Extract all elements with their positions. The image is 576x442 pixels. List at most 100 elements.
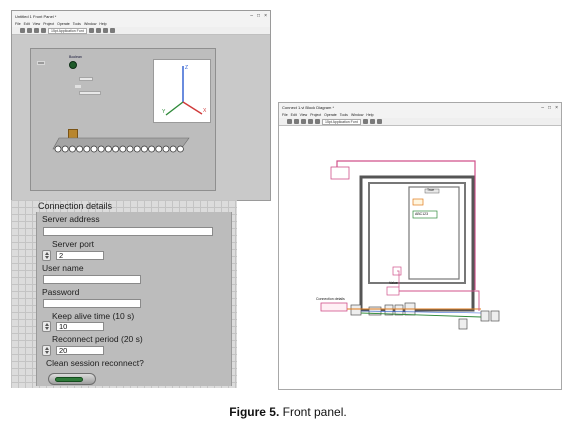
- conveyor-roller: [83, 145, 91, 153]
- x-axis-label: X: [203, 108, 207, 114]
- menu-file[interactable]: File: [282, 113, 288, 117]
- 3d-axes-display: Z Y X: [153, 59, 211, 123]
- menu-view[interactable]: View: [299, 113, 308, 117]
- menu-tools[interactable]: Tools: [339, 113, 348, 117]
- reconnect-field[interactable]: 20: [56, 346, 104, 355]
- top-left-node: [330, 166, 350, 180]
- maximize-icon[interactable]: □: [257, 13, 261, 19]
- menu-edit[interactable]: Edit: [23, 22, 30, 26]
- run-continuous-icon[interactable]: [27, 28, 32, 33]
- menu-window[interactable]: Window: [350, 113, 364, 117]
- pause-icon[interactable]: [41, 28, 46, 33]
- server-address-field[interactable]: [43, 227, 213, 236]
- highlight-execution-icon[interactable]: [315, 119, 320, 124]
- subvi-4: [394, 304, 404, 316]
- front-panel-title: Untitled 1 Front Panel *: [15, 13, 57, 19]
- conveyor-roller: [105, 145, 112, 153]
- boolean-led[interactable]: [69, 61, 77, 69]
- keep-alive-field[interactable]: 10: [56, 322, 104, 331]
- bool-node: [412, 198, 424, 206]
- figure-caption: Figure 5. Front panel.: [0, 405, 576, 419]
- menu-file[interactable]: File: [15, 22, 21, 26]
- menu-project[interactable]: Project: [43, 22, 55, 26]
- server-port-field[interactable]: 2: [56, 251, 104, 260]
- distribute-icon[interactable]: [95, 28, 101, 33]
- user-name-field[interactable]: [43, 275, 141, 284]
- run-arrow-icon[interactable]: [20, 28, 25, 33]
- z-axis-label: Z: [185, 65, 188, 71]
- figure-number: Figure 5.: [229, 405, 280, 419]
- front-panel-window: Untitled 1 Front Panel * – □ × File Edit…: [11, 10, 271, 201]
- menu-window[interactable]: Window: [83, 22, 97, 26]
- green-wire: [360, 312, 482, 318]
- indicator-label: [75, 85, 81, 88]
- reconnect-spinner[interactable]: [42, 345, 51, 356]
- reorder-icon[interactable]: [109, 28, 115, 33]
- user-name-label: User name: [42, 263, 84, 273]
- conveyor-roller: [61, 145, 69, 153]
- front-panel-canvas: Boolean Z Y X: [30, 48, 216, 191]
- stop-button[interactable]: [37, 61, 45, 65]
- menu-project[interactable]: Project: [310, 113, 322, 117]
- conveyor-roller: [148, 145, 155, 153]
- maximize-icon[interactable]: □: [548, 104, 552, 111]
- string-const-node: [412, 210, 438, 219]
- block-diagram-menubar: File Edit View Project Operate Tools Win…: [279, 112, 561, 118]
- block-diagram-canvas: Connection details True ABC123 Value: [279, 127, 561, 389]
- menu-help[interactable]: Help: [366, 113, 374, 117]
- conveyor-roller: [133, 145, 141, 153]
- conveyor-roller: [54, 145, 62, 153]
- server-port-spinner[interactable]: [42, 250, 51, 261]
- keep-alive-spinner[interactable]: [42, 321, 51, 332]
- password-label: Password: [42, 287, 80, 297]
- conveyor-roller: [90, 145, 98, 153]
- abort-icon[interactable]: [301, 119, 306, 124]
- pause-icon[interactable]: [308, 119, 313, 124]
- connection-details-node-label: Connection details: [316, 297, 345, 301]
- pink-wire-loop: [397, 270, 400, 287]
- subvi-3: [384, 304, 394, 316]
- led-label: Boolean: [69, 55, 82, 59]
- menu-edit[interactable]: Edit: [290, 113, 297, 117]
- front-panel-menubar: File Edit View Project Operate Tools Win…: [12, 21, 270, 27]
- align-icon[interactable]: [362, 119, 368, 124]
- right-node: [458, 318, 468, 330]
- connection-details-title: Connection details: [38, 201, 113, 211]
- close-icon[interactable]: ×: [555, 104, 558, 111]
- run-arrow-icon[interactable]: [287, 119, 292, 124]
- subvi-1: [350, 304, 362, 316]
- minimize-icon[interactable]: –: [541, 104, 545, 111]
- align-icon[interactable]: [88, 28, 94, 33]
- conveyor-roller: [119, 145, 127, 153]
- clean-session-label: Clean session reconnect?: [46, 358, 144, 368]
- font-selector[interactable]: 15pt Application Font: [48, 27, 87, 34]
- case-structure: [368, 182, 466, 284]
- minimize-icon[interactable]: –: [250, 13, 254, 19]
- conveyor-roller: [112, 145, 119, 153]
- font-selector[interactable]: 15pt Application Font: [322, 118, 361, 125]
- end-node-1: [480, 310, 490, 322]
- password-field[interactable]: [43, 299, 141, 308]
- server-address-label: Server address: [42, 214, 100, 224]
- resize-icon[interactable]: [102, 28, 108, 33]
- reconnect-label: Reconnect period (20 s): [52, 334, 143, 344]
- conveyor-roller: [69, 145, 76, 153]
- conveyor-roller: [155, 145, 163, 153]
- conveyor-belt: [49, 135, 195, 153]
- menu-view[interactable]: View: [32, 22, 41, 26]
- menu-operate[interactable]: Operate: [57, 22, 70, 26]
- clean-session-toggle[interactable]: [48, 373, 96, 385]
- front-panel-titlebar: Untitled 1 Front Panel * – □ ×: [12, 11, 270, 21]
- distribute-icon[interactable]: [369, 119, 375, 124]
- block-diagram-window: Connect 1.vi Block Diagram * – □ × File …: [278, 102, 562, 390]
- abort-icon[interactable]: [34, 28, 39, 33]
- run-continuous-icon[interactable]: [294, 119, 299, 124]
- close-icon[interactable]: ×: [264, 13, 267, 19]
- connection-cluster-node: [320, 302, 348, 312]
- blue-wire: [360, 310, 482, 314]
- reorder-icon[interactable]: [376, 119, 382, 124]
- menu-help[interactable]: Help: [99, 22, 107, 26]
- menu-operate[interactable]: Operate: [324, 113, 337, 117]
- menu-tools[interactable]: Tools: [72, 22, 81, 26]
- conveyor-roller: [126, 145, 134, 153]
